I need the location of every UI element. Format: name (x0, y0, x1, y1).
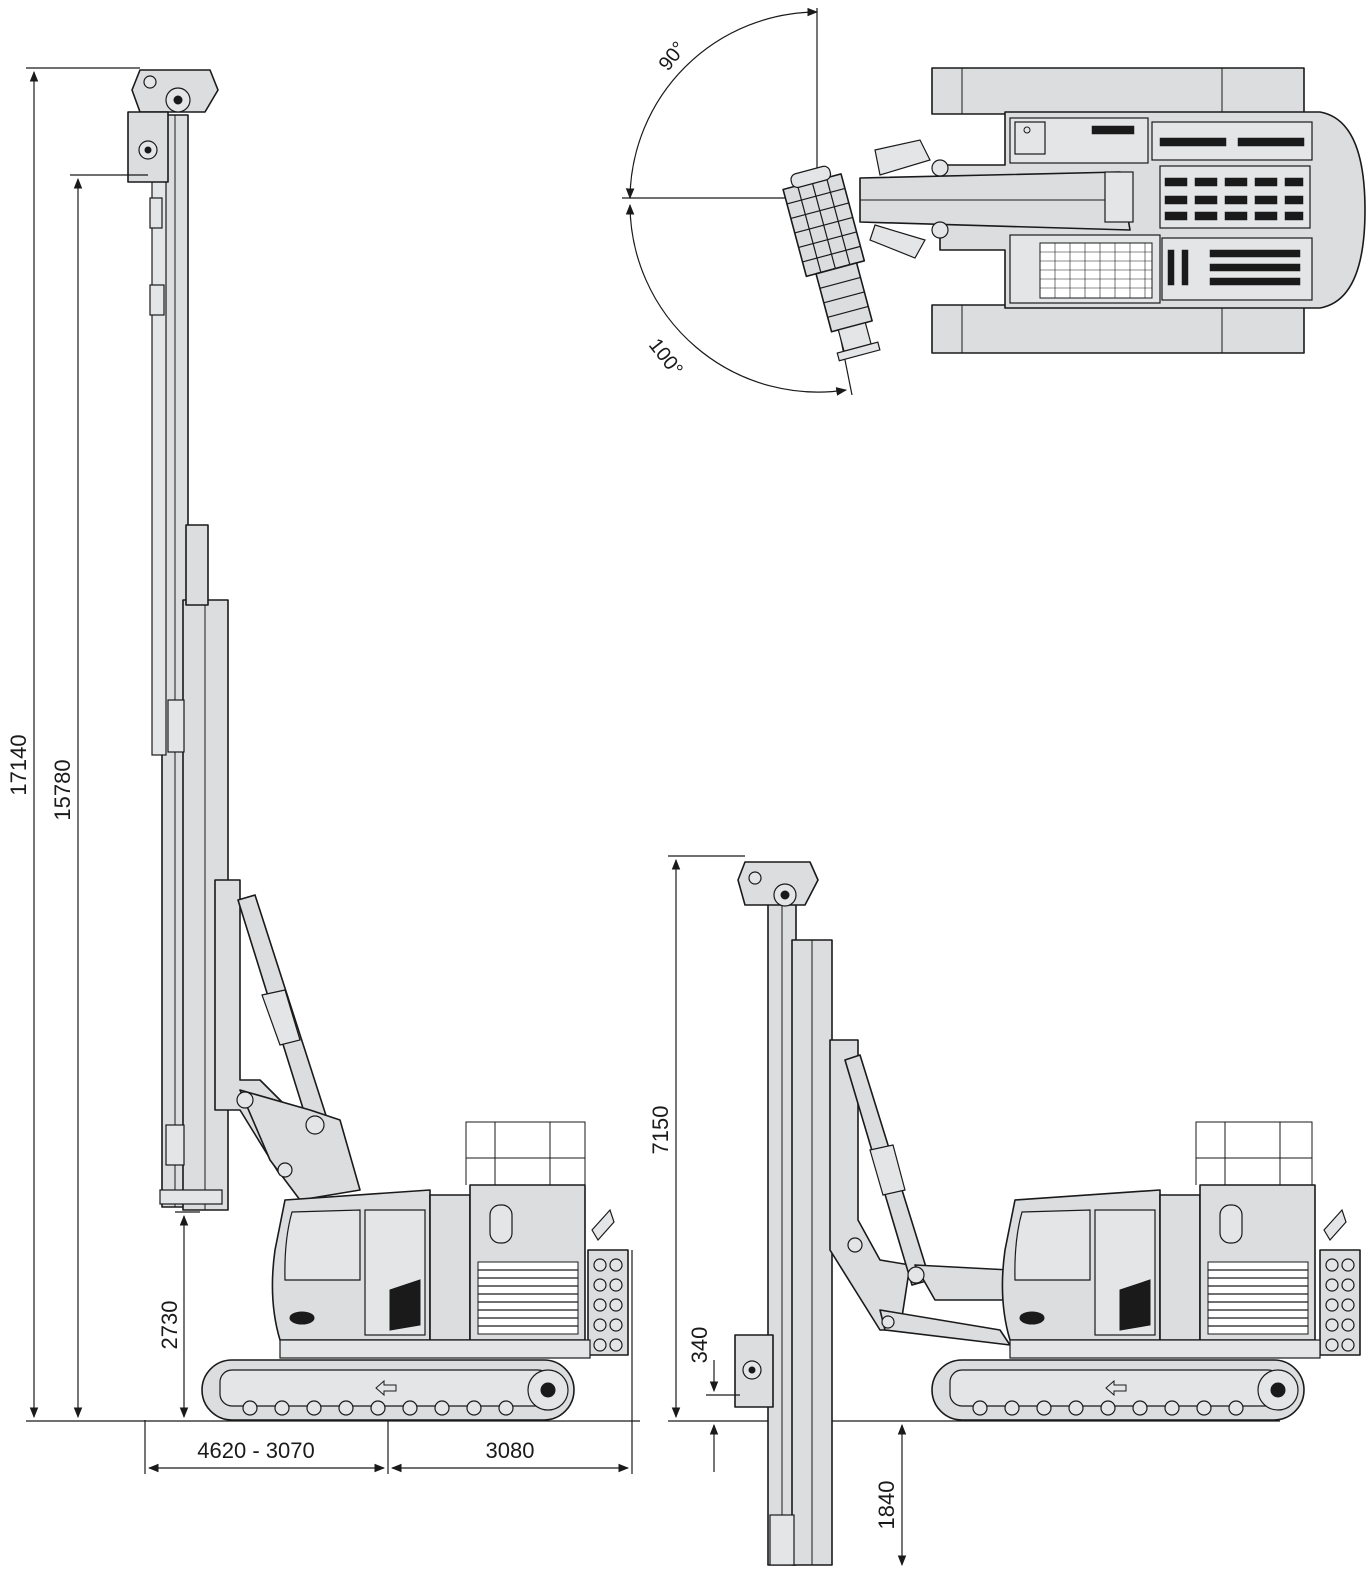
swing-arc-100 (625, 203, 848, 396)
top-drill-head (782, 165, 881, 362)
dim-total-height: 17140 (6, 734, 31, 795)
dim-below-ground: 1840 (874, 1481, 899, 1530)
swing-arc-90 (625, 7, 819, 200)
top-view: 90° 100° (622, 7, 1366, 396)
top-track-upper (931, 67, 1305, 115)
dim-retracted-height: 7150 (648, 1106, 673, 1155)
dim-mast-height: 15780 (50, 759, 75, 820)
boom-link (239, 1089, 361, 1201)
dim-bottom-clearance: 2730 (157, 1301, 182, 1350)
dim-rear-length: 3080 (486, 1438, 535, 1463)
top-boom (859, 171, 1131, 231)
top-track-lower (931, 304, 1305, 354)
dim-above-ground: 340 (687, 1327, 712, 1364)
dim-front-reach: 4620 - 3070 (197, 1438, 314, 1463)
angle-100-label: 100° (644, 335, 687, 381)
angle-90-label: 90° (655, 38, 691, 75)
side-view-extended: 17140 15780 2730 4620 - 3070 3080 (6, 67, 640, 1474)
side-view-retracted: 7150 340 1840 (648, 855, 1361, 1567)
